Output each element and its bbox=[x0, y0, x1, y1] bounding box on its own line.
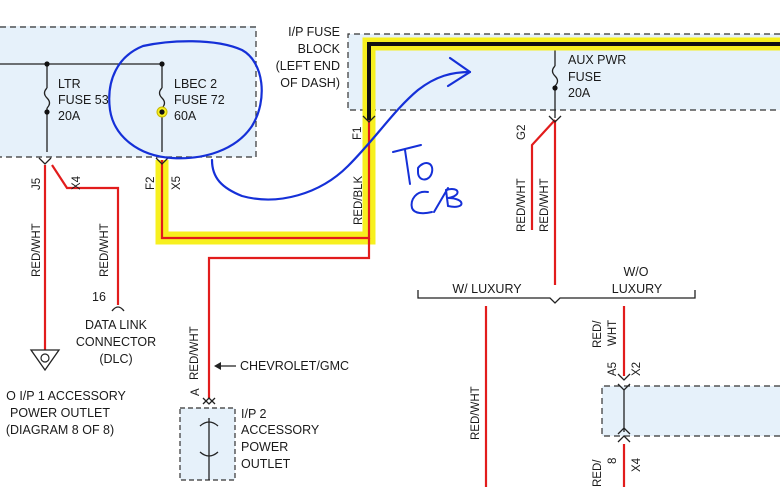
ip-fuse-block-outline bbox=[347, 33, 780, 111]
red-blk-wire bbox=[160, 120, 371, 240]
f2-label: F2 bbox=[145, 177, 157, 190]
ltr-fuse-rating: 20A bbox=[58, 109, 81, 123]
ip1-line1: O I/P 1 ACCESSORY bbox=[6, 389, 126, 403]
black-bus-wire bbox=[367, 42, 780, 120]
aux-fuse-label: AUX PWR FUSE 20A bbox=[568, 53, 626, 100]
lbec-fuse-number: FUSE 72 bbox=[174, 93, 225, 107]
aux-fuse-number: FUSE bbox=[568, 70, 601, 84]
wire-label-bottom-red: RED/ bbox=[592, 459, 604, 487]
pin16-label: 16 bbox=[92, 290, 106, 304]
f1-label: F1 bbox=[352, 127, 364, 140]
hand-arrow bbox=[210, 70, 472, 201]
lbec-fuse-name: LBEC 2 bbox=[174, 77, 217, 91]
aux-fuse-rating: 20A bbox=[568, 86, 591, 100]
connector-chevrons bbox=[38, 115, 631, 443]
wire-label-wo-red: RED/ bbox=[592, 320, 604, 348]
ltr-fuse bbox=[43, 61, 51, 152]
left-fuse-block-box bbox=[0, 26, 256, 157]
ip2-label: I/P 2 ACCESSORY POWER OUTLET bbox=[241, 407, 320, 471]
wire-label-g2: RED/WHT bbox=[516, 178, 528, 232]
ip2-line1: I/P 2 bbox=[241, 407, 267, 421]
wire-label-redblk: RED/BLK bbox=[353, 175, 365, 225]
right-connector-box bbox=[602, 386, 780, 436]
pin-a-label: A bbox=[190, 388, 202, 396]
dlc-pin-symbol bbox=[111, 306, 125, 312]
without-luxury-line2: LUXURY bbox=[612, 282, 663, 296]
x2-label: X2 bbox=[631, 362, 643, 376]
wire-label-wo-wht: WHT bbox=[607, 320, 619, 346]
hand-note-to-cb bbox=[392, 144, 463, 215]
j5-label: J5 bbox=[31, 178, 43, 190]
lbec-fuse-rating: 60A bbox=[174, 109, 197, 123]
ip2-line2: ACCESSORY bbox=[241, 423, 320, 437]
with-luxury-label: W/ LUXURY bbox=[452, 282, 522, 296]
ltr-fuse-number: FUSE 53 bbox=[58, 93, 109, 107]
x4-label: X4 bbox=[71, 175, 83, 190]
x5-label: X5 bbox=[171, 176, 183, 190]
ip1-outlet-symbol bbox=[29, 349, 61, 372]
dlc-line1: DATA LINK bbox=[85, 318, 148, 332]
without-luxury-line1: W/O bbox=[624, 265, 649, 279]
ltr-fuse-name: LTR bbox=[58, 77, 81, 91]
hand-loop bbox=[108, 40, 263, 160]
hand-arrowhead bbox=[446, 56, 472, 88]
fuse-block-title-line3: (LEFT END bbox=[276, 59, 340, 73]
ip2-feed-wire bbox=[207, 238, 371, 398]
left-fuse-block-outline bbox=[0, 26, 257, 158]
ip2-outlet-box bbox=[180, 408, 235, 480]
handwritten-annotation bbox=[108, 40, 472, 215]
g2-label: G2 bbox=[516, 125, 528, 140]
wire-label-ip2: RED/WHT bbox=[189, 326, 201, 380]
dlc-line3: (DLC) bbox=[99, 352, 132, 366]
chev-gmc-note: CHEVROLET/GMC bbox=[240, 359, 349, 373]
fuse-block-title: I/P FUSE BLOCK (LEFT END OF DASH) bbox=[276, 25, 341, 90]
ltr-fuse-label: LTR FUSE 53 20A bbox=[58, 77, 109, 123]
chev-arrow bbox=[214, 362, 236, 370]
aux-fuse-name: AUX PWR bbox=[568, 53, 626, 67]
pin16-group: 16 bbox=[92, 290, 106, 304]
x4b-label: X4 bbox=[631, 457, 643, 472]
g2-wire bbox=[530, 119, 556, 230]
ip2-outlet-symbol bbox=[199, 418, 219, 480]
option-brace bbox=[417, 290, 696, 304]
wire-label-luxury: RED/WHT bbox=[470, 386, 482, 440]
ip1-line2: POWER OUTLET bbox=[10, 406, 110, 420]
ip2-line3: POWER bbox=[241, 440, 288, 454]
pin8-label: 8 bbox=[607, 458, 619, 464]
x4-wire bbox=[51, 164, 120, 305]
dlc-line2: CONNECTOR bbox=[76, 335, 156, 349]
wire-label-j5: RED/WHT bbox=[31, 223, 43, 277]
lbec-fuse-label: LBEC 2 FUSE 72 60A bbox=[174, 77, 225, 123]
ip2-outlet-outline bbox=[179, 407, 236, 481]
right-connector-outline bbox=[601, 385, 780, 437]
fuse-block-title-line2: BLOCK bbox=[298, 42, 341, 56]
ip1-label: O I/P 1 ACCESSORY POWER OUTLET (DIAGRAM … bbox=[6, 389, 127, 437]
option-labels: W/ LUXURY W/O LUXURY bbox=[452, 265, 663, 296]
dlc-label: DATA LINK CONNECTOR (DLC) bbox=[76, 318, 156, 366]
ip2-line4: OUTLET bbox=[241, 457, 291, 471]
wire-label-aux: RED/WHT bbox=[539, 178, 551, 232]
fuse-block-title-line4: OF DASH) bbox=[280, 76, 340, 90]
a5-label: A5 bbox=[607, 362, 619, 376]
fuse-block-title-line1: I/P FUSE bbox=[288, 25, 340, 39]
ip1-line3: (DIAGRAM 8 OF 8) bbox=[6, 423, 114, 437]
lbec-fuse bbox=[156, 61, 168, 152]
wire-label-x4: RED/WHT bbox=[99, 223, 111, 277]
